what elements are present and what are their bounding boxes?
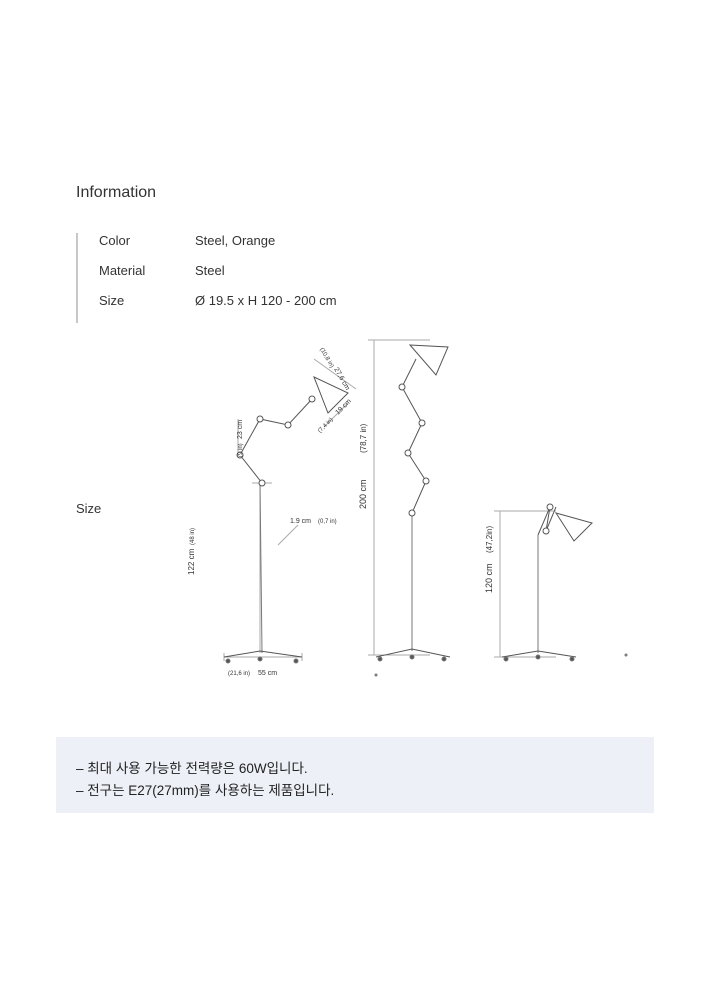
spec-value: Ø 19.5 x H 120 - 200 cm <box>195 293 337 308</box>
spec-row-color: Color Steel, Orange <box>99 233 337 263</box>
lamp-3-drawing <box>374 503 628 677</box>
lamp1-base-label: 55 cm <box>258 670 277 677</box>
spec-key: Material <box>99 263 146 278</box>
spec-value: Steel <box>195 263 225 278</box>
section-title: Information <box>76 184 157 201</box>
lamp-dimension-diagram: 122 cm (48 in) 1.9 cm (0,7 in) (21,6 in)… <box>187 339 628 677</box>
lamp3-height-in-label: (47,2in) <box>485 526 494 553</box>
lamp1-height-in-label: (48 in) <box>190 528 196 545</box>
lamp1-height-label: 122 cm <box>187 548 196 575</box>
lamp3-height-label: 120 cm <box>484 563 494 593</box>
lamp1-arm-label: 23 cm <box>237 420 244 439</box>
lamp-2-drawing <box>368 339 451 662</box>
lamp1-pole-label: 1.9 cm <box>290 518 311 525</box>
lamp1-base-in-label: (21,6 in) <box>228 671 250 677</box>
notice-line: – 최대 사용 가능한 전력량은 60W입니다. <box>76 761 308 776</box>
lamp2-height-label: 200 cm <box>358 479 368 509</box>
lamp-1-drawing <box>223 358 357 664</box>
size-section-label: Size <box>76 501 102 516</box>
lamp2-height-in-label: (78,7 in) <box>359 423 368 453</box>
lamp1-pole-in-label: (0,7 in) <box>318 519 337 525</box>
spec-row-size: Size Ø 19.5 x H 120 - 200 cm <box>99 293 337 323</box>
spec-key: Color <box>99 233 131 248</box>
notice-box: – 최대 사용 가능한 전력량은 60W입니다. – 전구는 E27(27mm)… <box>56 737 654 813</box>
lamp1-shade-length-in-label: (10,8 in) <box>318 347 334 369</box>
lamp1-arm-in-label: (9 in) <box>238 443 244 457</box>
spec-row-material: Material Steel <box>99 263 337 293</box>
spec-table: Color Steel, Orange Material Steel Size … <box>76 233 337 323</box>
notice-line: – 전구는 E27(27mm)를 사용하는 제품입니다. <box>76 783 335 798</box>
spec-value: Steel, Orange <box>195 233 276 248</box>
lamp1-shade-diameter-in-label: (7,4 in) <box>317 417 334 434</box>
spec-key: Size <box>99 293 125 308</box>
